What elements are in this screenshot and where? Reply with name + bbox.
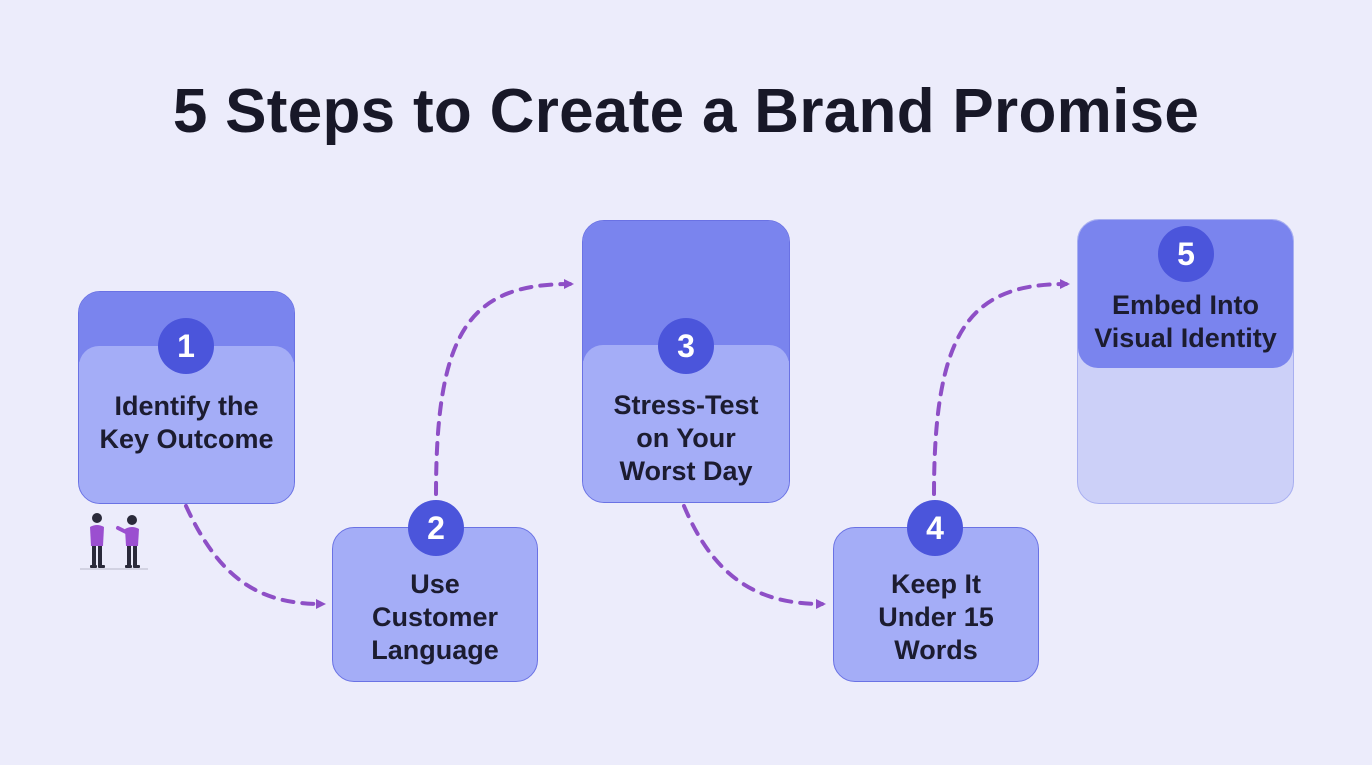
connector-4-to-5: [932, 279, 1070, 496]
step-label: Embed Into Visual Identity: [1094, 290, 1277, 353]
step-number-badge: 5: [1158, 226, 1214, 282]
step-number-badge: 2: [408, 500, 464, 556]
connector-3-to-4: [682, 504, 826, 609]
step-number-badge: 1: [158, 318, 214, 374]
step-label: Use Customer Language: [371, 569, 499, 665]
connector-2-to-3: [434, 279, 574, 496]
page-title: 5 Steps to Create a Brand Promise: [172, 77, 1200, 146]
step-label: Stress-Test on Your Worst Day: [613, 390, 759, 486]
connector-1-to-2: [184, 504, 326, 609]
step-label: Keep It Under 15 Words: [878, 569, 994, 665]
two-people-talking-icon: [80, 513, 148, 570]
step-label: Identify the Key Outcome: [99, 391, 274, 454]
step-number-badge: 3: [658, 318, 714, 374]
step-number-badge: 4: [907, 500, 963, 556]
